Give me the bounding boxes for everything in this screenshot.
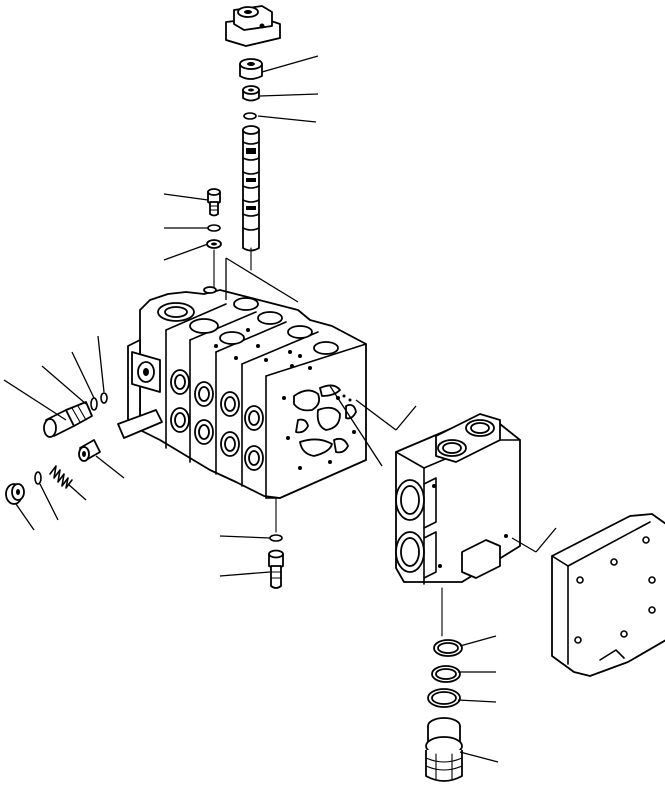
spring xyxy=(49,465,73,489)
o-ring-top xyxy=(243,112,257,120)
o-ring-left-2 xyxy=(90,397,98,411)
relief-valve-plug xyxy=(43,401,93,438)
end-cap xyxy=(5,483,25,505)
cover-plate xyxy=(551,513,665,677)
o-ring-left-3 xyxy=(100,392,108,404)
washer-left xyxy=(206,239,222,249)
o-ring-r3 xyxy=(427,688,461,708)
leader-lines xyxy=(3,55,557,763)
o-ring-bottom xyxy=(269,534,283,542)
plug-nut xyxy=(239,58,263,80)
o-ring-left-1 xyxy=(207,224,221,232)
o-ring-left-4 xyxy=(34,471,42,485)
small-nut xyxy=(242,85,260,102)
o-ring-r2 xyxy=(431,665,461,683)
o-ring-r1 xyxy=(433,639,463,657)
relief-seat xyxy=(78,439,101,462)
top-cap xyxy=(225,5,281,47)
small-plug xyxy=(207,188,221,217)
main-valve-block xyxy=(117,286,367,499)
bottom-plug xyxy=(425,717,463,782)
check-plug xyxy=(268,549,284,589)
spool xyxy=(242,125,260,271)
end-section-block xyxy=(395,413,521,585)
